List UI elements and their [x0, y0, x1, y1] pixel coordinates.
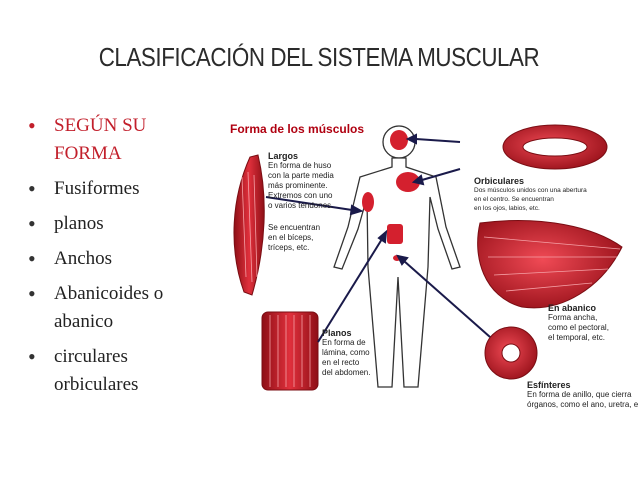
slide-title: CLASIFICACIÓN DEL SISTEMA MUSCULAR	[98, 42, 540, 72]
orbicular-muscle-image	[502, 124, 608, 170]
label-orbiculares-line: en los ojos, labios, etc.	[474, 205, 540, 212]
label-planos-line: lámina, como	[322, 348, 370, 357]
bullet-fusiformes: Fusiformes	[28, 175, 203, 203]
label-esfinteres: Esfínteres En forma de anillo, que cierr…	[527, 380, 638, 410]
label-largos-line: o varios tendones.	[268, 201, 334, 210]
label-orbiculares-line: Dos músculos unidos con una abertura	[474, 187, 587, 194]
flat-muscle-image	[261, 311, 319, 391]
label-largos-extra-line: tríceps, etc.	[268, 243, 310, 252]
label-esfinteres-heading: Esfínteres	[527, 380, 571, 390]
label-largos-line: más prominente.	[268, 181, 328, 190]
label-largos-line: Extremos con uno	[268, 191, 333, 200]
label-planos-line: en el recto	[322, 358, 360, 367]
label-largos-line: En forma de huso	[268, 161, 332, 170]
label-planos-heading: Planos	[322, 328, 352, 338]
fusiform-muscle-image	[233, 154, 265, 296]
bullet-abanicoides: Abanicoides o abanico	[28, 280, 203, 336]
label-largos-heading: Largos	[268, 151, 299, 161]
label-abanico: En abanico Forma ancha, como el pectoral…	[548, 303, 609, 343]
label-abanico-heading: En abanico	[548, 303, 597, 313]
bullet-anchos: Anchos	[28, 245, 203, 273]
label-abanico-line: Forma ancha,	[548, 313, 598, 322]
label-largos-extra-line: Se encuentran	[268, 223, 321, 232]
label-abanico-line: el temporal, etc.	[548, 333, 605, 342]
label-esfinteres-line: órganos, como el ano, uretra, etc.	[527, 400, 638, 409]
pointer-arrows	[265, 133, 491, 343]
muscle-shapes-figure: Forma de los músculos Largos En forma de…	[222, 117, 638, 417]
label-orbiculares: Orbiculares Dos músculos unidos con una …	[474, 177, 587, 213]
sphincter-muscle-image	[484, 326, 538, 380]
bullet-circulares: circulares orbiculares	[28, 343, 203, 399]
bullet-list: SEGÚN SU FORMA Fusiformes planos Anchos …	[28, 112, 203, 406]
label-largos-extra-line: en el bíceps,	[268, 233, 314, 242]
label-orbiculares-line: en el centro. Se encuentran	[474, 196, 554, 203]
label-planos-line: En forma de	[322, 338, 366, 347]
label-esfinteres-line: En forma de anillo, que cierra	[527, 390, 632, 399]
label-orbiculares-heading: Orbiculares	[474, 176, 525, 186]
figure-title: Forma de los músculos	[230, 122, 365, 136]
label-largos: Largos En forma de huso con la parte med…	[268, 151, 334, 211]
human-body-outline	[333, 125, 461, 388]
label-largos-line: con la parte media	[268, 171, 334, 180]
label-planos: Planos En forma de lámina, como en el re…	[322, 328, 370, 378]
label-abanico-line: como el pectoral,	[548, 323, 609, 332]
bullet-segun-su-forma: SEGÚN SU FORMA	[28, 112, 203, 168]
label-planos-line: del abdomen.	[322, 368, 371, 377]
fan-muscle-image	[477, 220, 623, 309]
muscle-illustration	[233, 124, 623, 391]
label-largos-extra: Se encuentran en el bíceps, tríceps, etc…	[268, 223, 320, 253]
bullet-planos: planos	[28, 210, 203, 238]
